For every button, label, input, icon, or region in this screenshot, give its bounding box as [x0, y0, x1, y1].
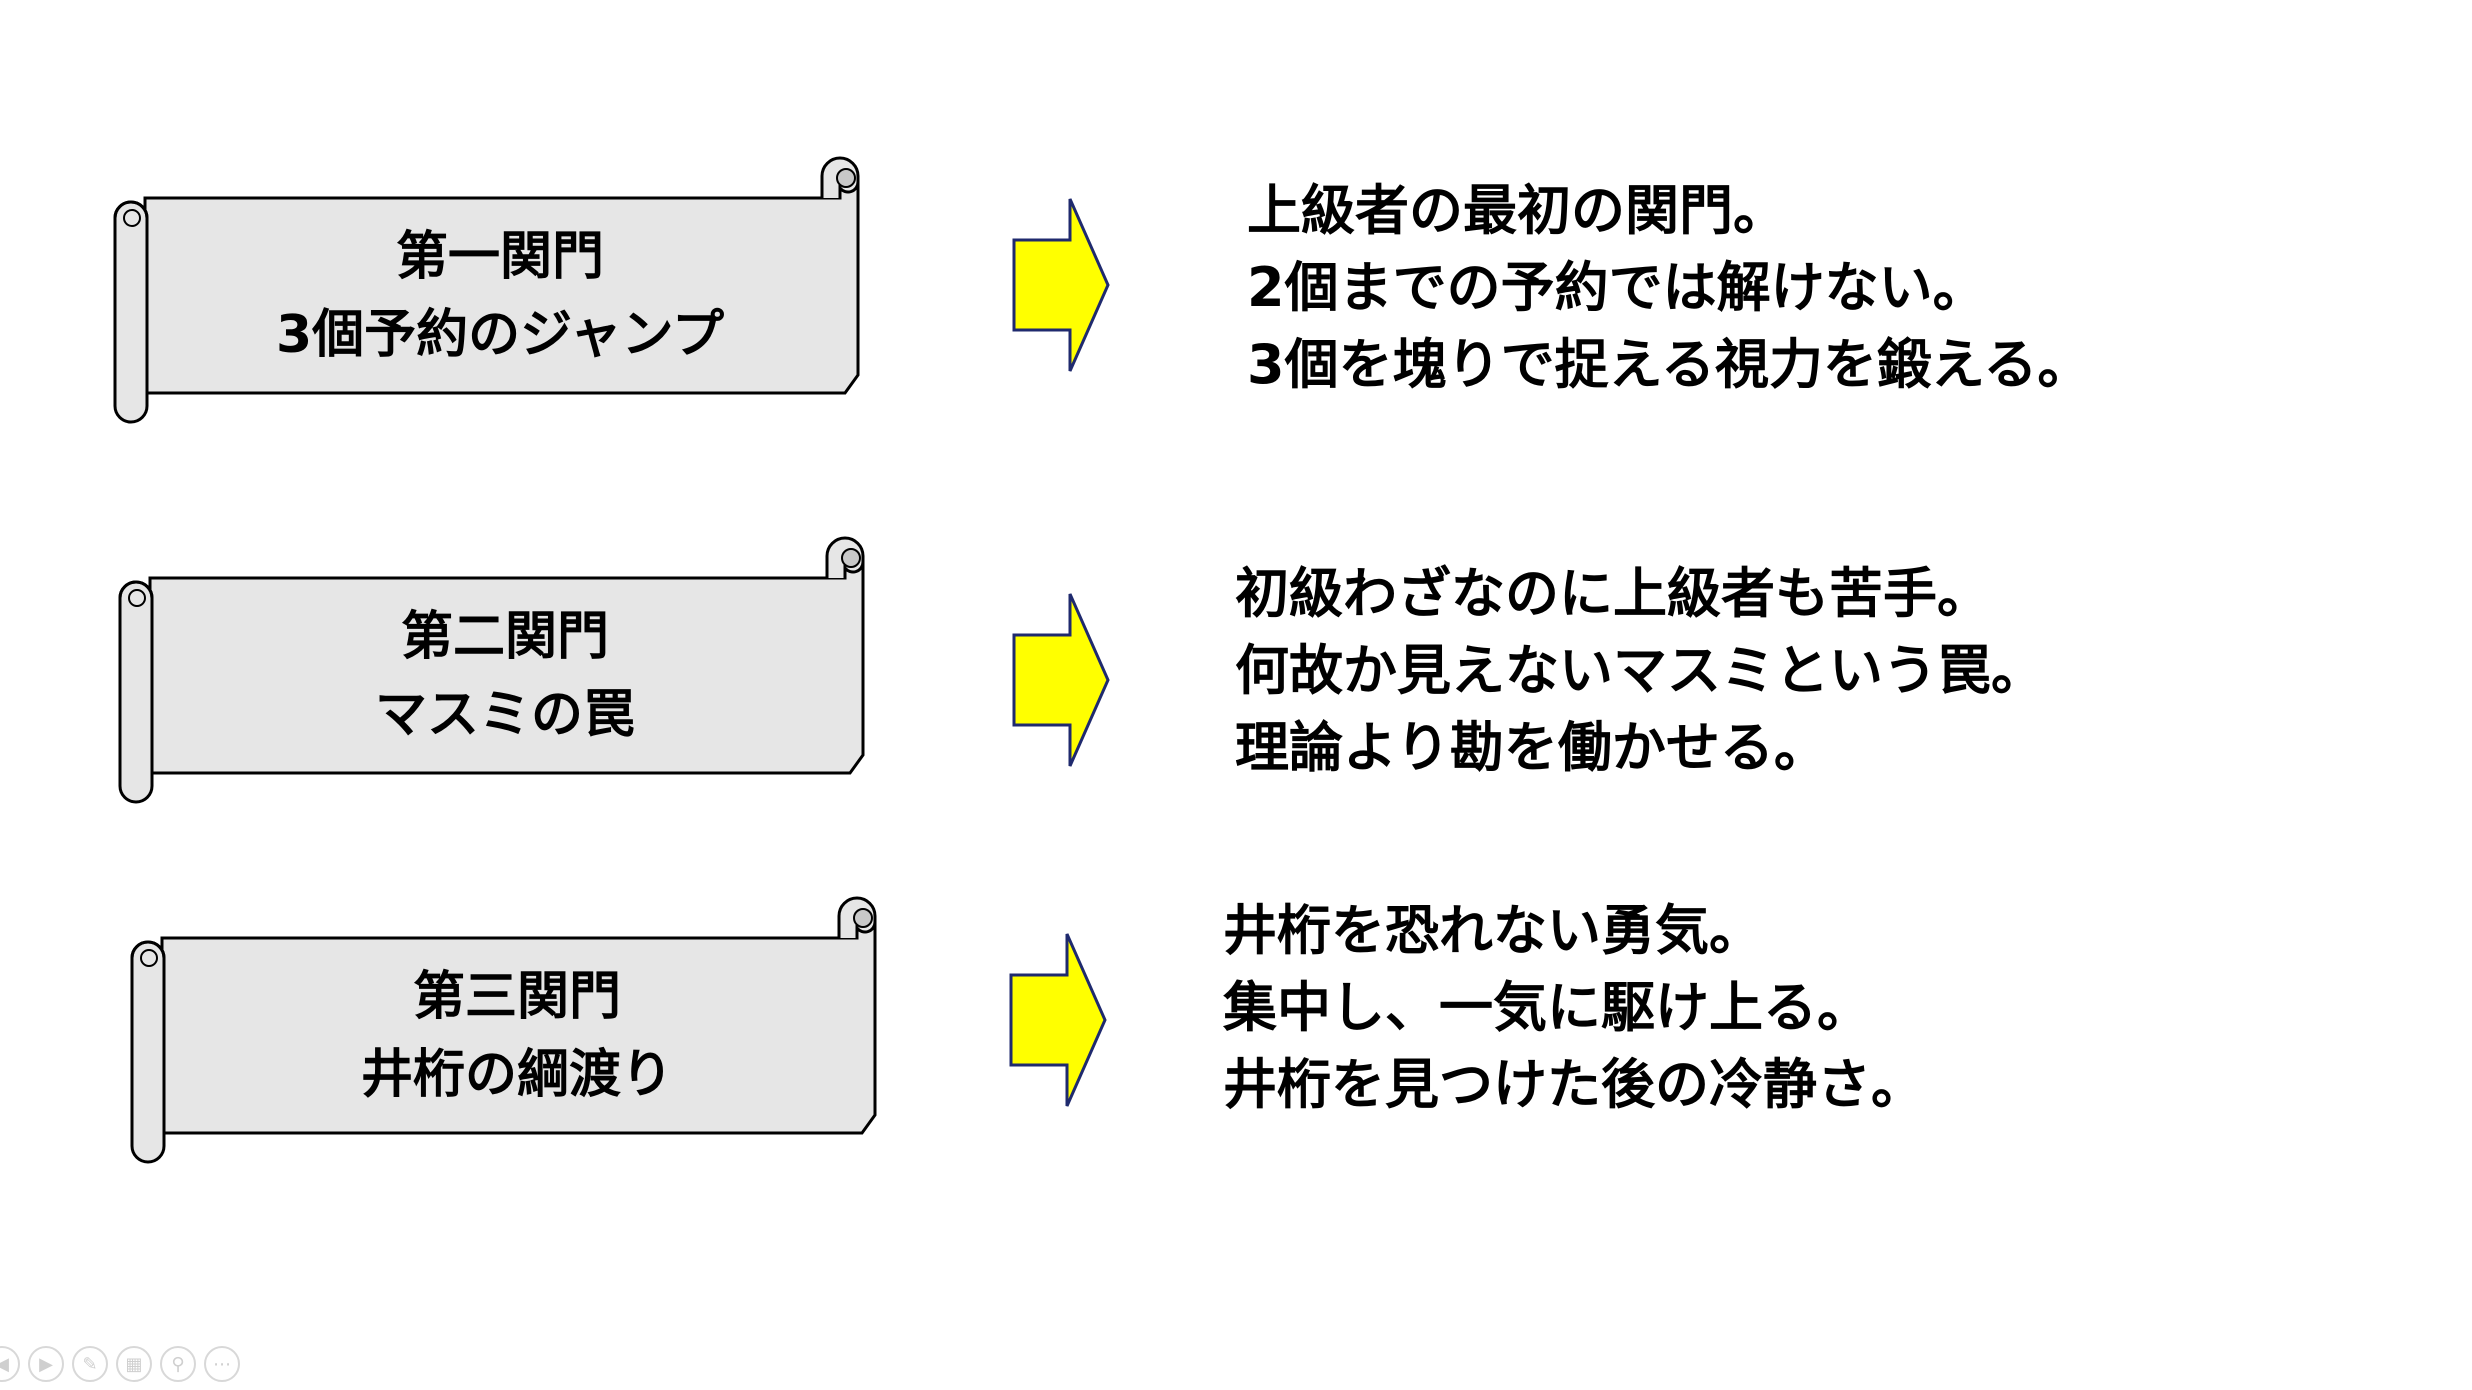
description-line: 井桁を恐れない勇気。: [1223, 899, 1763, 962]
description-line: 理論より勘を働かせる。: [1235, 716, 1828, 779]
gate-title: 第三関門: [412, 966, 621, 1027]
previous-icon[interactable]: ◀: [0, 1346, 20, 1382]
scroll-text-1: 第一関門 3個予約のジャンプ: [150, 198, 850, 393]
gate-subtitle: マスミの罠: [374, 684, 635, 745]
scroll-text-3: 第三関門 井桁の綱渡り: [167, 938, 867, 1133]
scroll-banner-2: 第二関門 マスミの罠: [115, 536, 875, 810]
gate-subtitle: 井桁の綱渡り: [360, 1044, 673, 1105]
slides-icon[interactable]: ▦: [116, 1346, 152, 1382]
gate-title: 第一関門: [395, 226, 604, 287]
description-line: 2個までの予約では解けない。: [1247, 256, 1987, 319]
gate-title: 第二関門: [400, 606, 609, 667]
description-3: 井桁を恐れない勇気。 集中し、一気に駆け上る。 井桁を見つけた後の冷静さ。: [1223, 892, 1925, 1123]
description-line: 井桁を見つけた後の冷静さ。: [1223, 1053, 1925, 1116]
right-arrow-icon: [1009, 933, 1107, 1107]
description-1: 上級者の最初の関門。 2個までの予約では解けない。 3個を塊りで捉える視力を鍛え…: [1247, 172, 2091, 403]
pen-icon[interactable]: ✎: [72, 1346, 108, 1382]
zoom-icon[interactable]: ⚲: [160, 1346, 196, 1382]
right-arrow-icon: [1012, 198, 1110, 372]
description-line: 集中し、一気に駆け上る。: [1223, 976, 1871, 1039]
description-line: 何故か見えないマスミという罠。: [1235, 639, 2045, 702]
description-line: 上級者の最初の関門。: [1247, 179, 1787, 242]
description-line: 初級わざなのに上級者も苦手。: [1235, 562, 1991, 625]
description-2: 初級わざなのに上級者も苦手。 何故か見えないマスミという罠。 理論より勘を働かせ…: [1235, 555, 2045, 786]
description-line: 3個を塊りで捉える視力を鍛える。: [1247, 333, 2092, 396]
next-icon[interactable]: ▶: [28, 1346, 64, 1382]
presentation-toolbar: ◀ ▶ ✎ ▦ ⚲ ⋯: [0, 1346, 240, 1382]
right-arrow-icon: [1012, 593, 1110, 767]
scroll-banner-3: 第三関門 井桁の綱渡り: [127, 896, 887, 1170]
scroll-banner-1: 第一関門 3個予約のジャンプ: [110, 156, 870, 430]
more-icon[interactable]: ⋯: [204, 1346, 240, 1382]
scroll-text-2: 第二関門 マスミの罠: [155, 578, 855, 773]
gate-subtitle: 3個予約のジャンプ: [275, 304, 725, 365]
